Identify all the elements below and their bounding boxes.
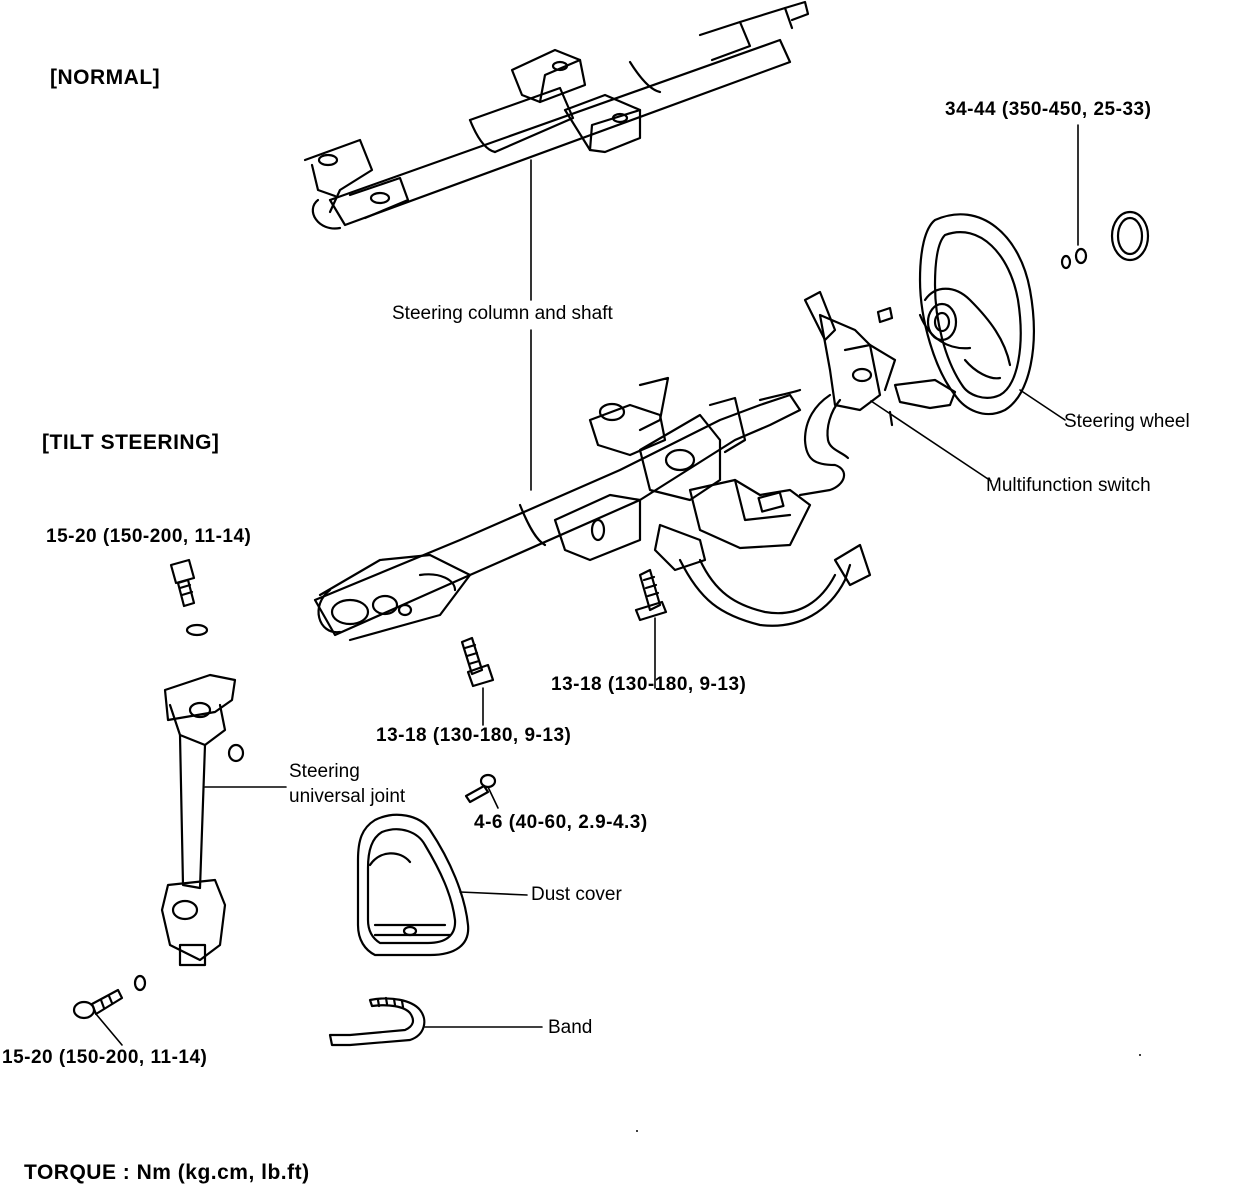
label-dust-cover: Dust cover xyxy=(531,884,622,905)
label-universal-joint-line1: Steering xyxy=(289,761,360,782)
torque-upper-bolt: 15-20 (150-200, 11-14) xyxy=(46,526,252,547)
torque-dust-cover-bolt: 4-6 (40-60, 2.9-4.3) xyxy=(474,812,648,833)
torque-lower-bolt: 15-20 (150-200, 11-14) xyxy=(2,1047,208,1068)
heading-tilt-steering: [TILT STEERING] xyxy=(42,431,220,454)
lower-bolt-drawing xyxy=(72,974,147,1020)
leader-dust-cover xyxy=(459,891,528,896)
steering-wheel-drawing xyxy=(918,213,1066,421)
label-steering-wheel: Steering wheel xyxy=(1064,411,1190,432)
upper-bolt-drawing xyxy=(169,558,209,637)
label-multifunction-switch: Multifunction switch xyxy=(986,475,1151,496)
dust-cover-bolt-drawing xyxy=(464,773,497,804)
torque-column-bolt-left: 13-18 (130-180, 9-13) xyxy=(376,725,572,746)
band-drawing xyxy=(328,996,426,1047)
leader-lower-bolt xyxy=(95,1013,123,1046)
multifunction-switch-drawing xyxy=(798,290,992,497)
normal-steering-column-drawing xyxy=(303,0,810,230)
column-bolt-right-drawing xyxy=(634,568,668,622)
column-bolt-left-drawing xyxy=(460,636,495,688)
leader-steering-wheel xyxy=(1019,389,1066,421)
leader-multifunction-switch xyxy=(870,400,992,482)
wheel-nut-and-cap-drawing xyxy=(1060,210,1150,270)
label-universal-joint-line2: universal joint xyxy=(289,786,406,807)
torque-steering-wheel-nut: 34-44 (350-450, 25-33) xyxy=(945,99,1152,120)
torque-column-bolt-right: 13-18 (130-180, 9-13) xyxy=(551,674,747,695)
heading-normal: [NORMAL] xyxy=(50,66,161,89)
label-steering-column: Steering column and shaft xyxy=(392,303,613,324)
label-band: Band xyxy=(548,1017,593,1038)
universal-joint-drawing xyxy=(160,673,287,967)
leader-dust-cover-bolt xyxy=(487,786,499,809)
tilt-steering-column-drawing xyxy=(313,376,872,642)
torque-units-footer: TORQUE : Nm (kg.cm, lb.ft) xyxy=(24,1161,310,1184)
dust-cover-drawing xyxy=(356,813,470,957)
